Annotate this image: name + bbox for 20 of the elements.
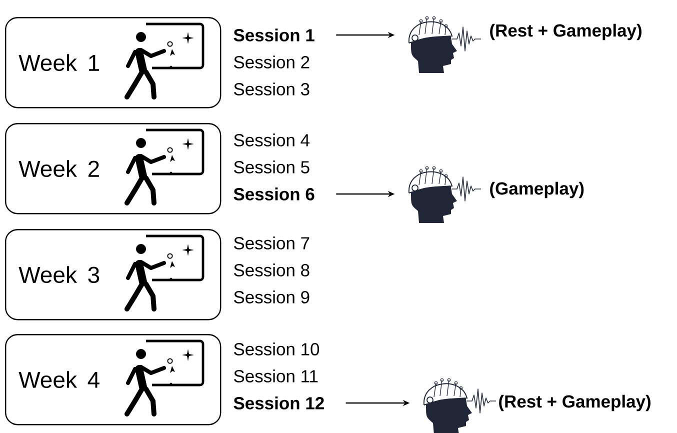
session-text: Session 8: [234, 264, 310, 276]
week-box: Week 3: [5, 229, 222, 320]
session-text: Session 4: [234, 134, 310, 146]
session-text: Session 1: [234, 28, 314, 42]
session-text: Session 7: [234, 236, 310, 250]
session-text: Session 9: [234, 290, 310, 304]
node-label: (Rest + Gameplay): [499, 394, 650, 412]
node-label: (Rest + Gameplay): [490, 24, 642, 40]
session-text: Session 3: [234, 82, 310, 96]
eeg-head-drawing: [424, 378, 496, 433]
session-text: Session 12: [234, 396, 324, 410]
eeg-head-drawing: [408, 166, 482, 223]
week-box: Week 1: [5, 17, 222, 108]
session-text: Session 11: [234, 370, 318, 382]
week-box: Week 2: [5, 123, 222, 214]
session-text: Session 10: [234, 342, 320, 356]
session-text: Session 6: [234, 188, 314, 200]
eeg-head-drawing: [408, 16, 482, 73]
node-label: (Gameplay): [490, 182, 584, 198]
week-box: Week 4: [5, 334, 222, 426]
